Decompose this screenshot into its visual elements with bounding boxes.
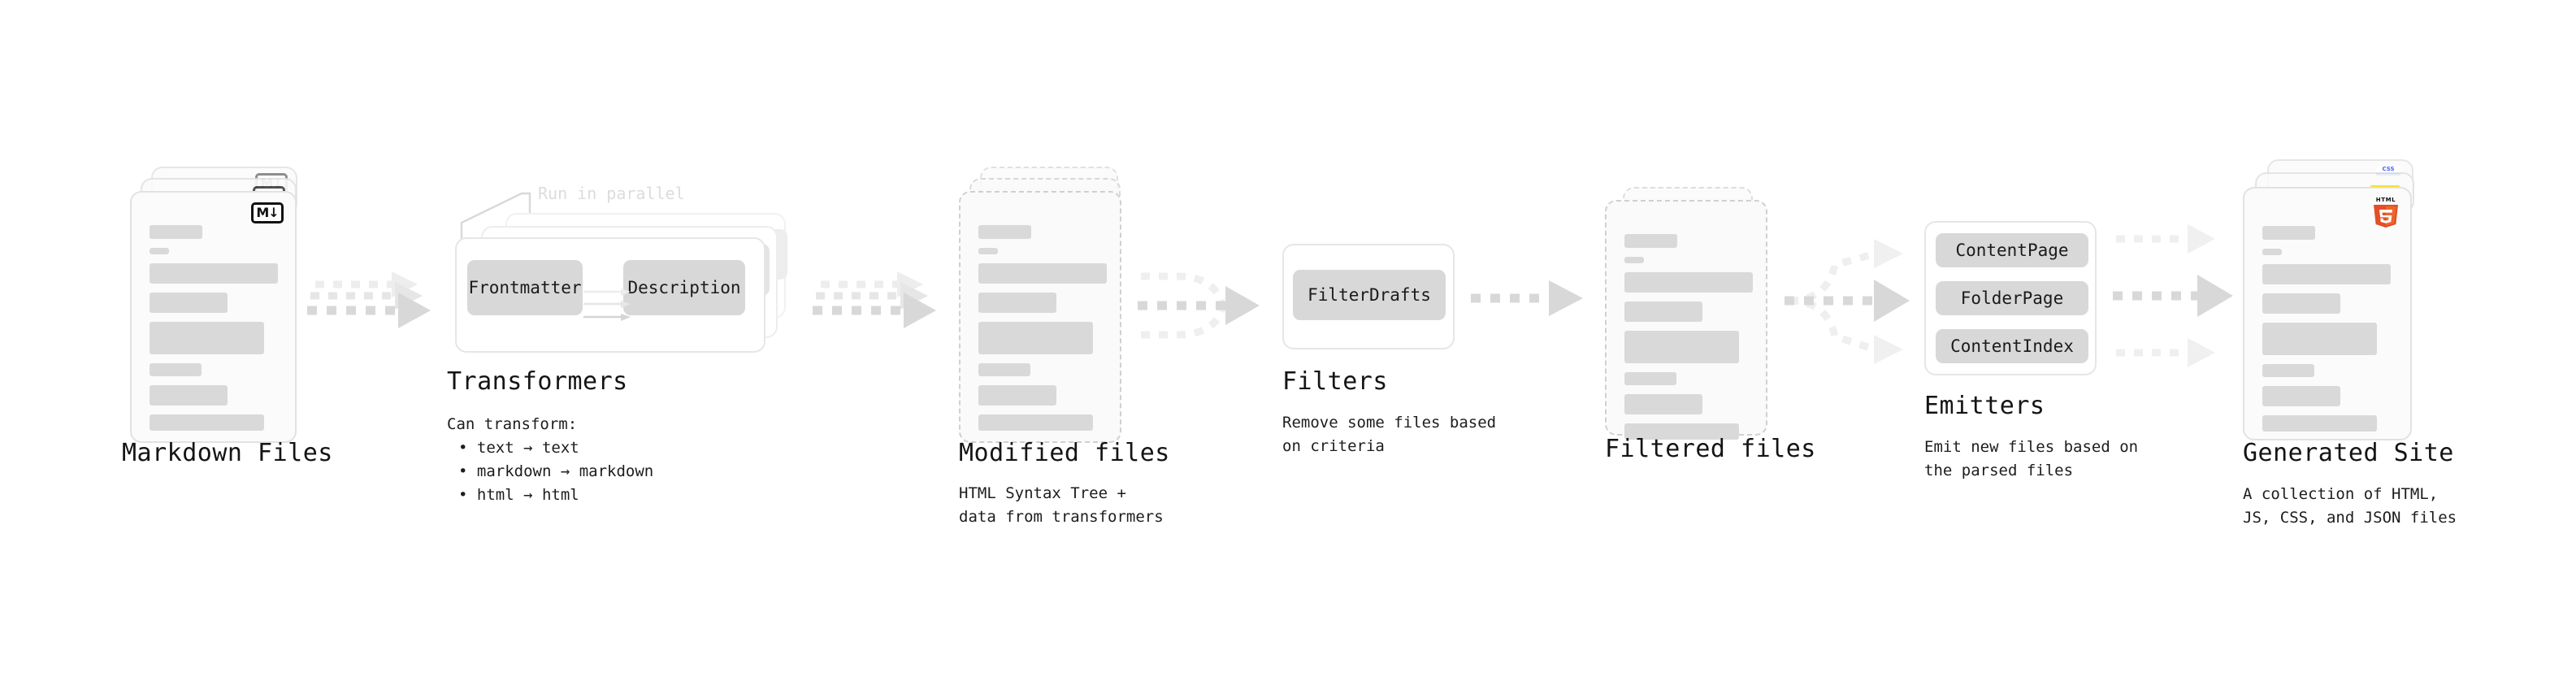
connector-transformers-to-modified — [813, 268, 943, 341]
stage-title-transformers: Transformers — [447, 367, 628, 396]
run-in-parallel-bracket — [458, 189, 661, 245]
filters-subtitle: Remove some files based on criteria — [1282, 414, 1497, 455]
stage-modified-files: Modified files HTML Syntax Tree + data f… — [959, 167, 1169, 526]
modified-card-skeleton — [978, 225, 1107, 440]
transformer-chip-frontmatter[interactable]: Frontmatter — [467, 260, 583, 315]
transformer-box-front: Frontmatter Description — [455, 237, 765, 353]
generated-site-subtitle: A collection of HTML, JS, CSS, and JSON … — [2243, 485, 2457, 527]
modified-card-front — [959, 191, 1121, 443]
emitters-subtitle: Emit new files based on the parsed files — [1924, 438, 2139, 479]
run-in-parallel-label: Run in parallel — [538, 184, 685, 203]
transformers-subtitle: Can transform: — [447, 415, 578, 433]
transformer-chip-description[interactable]: Description — [623, 260, 745, 315]
filter-chip-filterdrafts[interactable]: FilterDrafts — [1293, 270, 1446, 320]
stage-title-modified-files: Modified files — [959, 439, 1170, 467]
transform-item-markdown: • markdown → markdown — [458, 462, 654, 480]
emitter-chip-contentpage[interactable]: ContentPage — [1936, 233, 2088, 267]
filtered-card-front — [1605, 200, 1767, 440]
transformer-inner-arrows — [583, 288, 640, 329]
stage-title-filtered-files: Filtered files — [1605, 435, 1816, 463]
filtered-card-stack — [1605, 187, 1780, 447]
stage-title-emitters: Emitters — [1924, 392, 2045, 420]
filtered-card-skeleton — [1624, 234, 1753, 449]
stage-title-markdown-files: Markdown Files — [122, 439, 333, 467]
connector-md-to-transformers — [307, 268, 437, 341]
generated-card-stack: CSS HTML — [2243, 159, 2430, 444]
stage-markdown-files: M↓ M↓ M↓ Markdown Files — [122, 167, 332, 467]
connector-filtered-to-emitters — [1785, 229, 1931, 375]
filters-box: FilterDrafts — [1282, 244, 1455, 349]
markdown-badge-icon: M↓ — [251, 202, 284, 223]
connector-emitters-to-site — [2113, 221, 2259, 375]
stage-title-generated-site: Generated Site — [2243, 439, 2454, 467]
modified-card-stack — [959, 167, 1138, 447]
svg-text:HTML: HTML — [2376, 197, 2396, 203]
stage-generated-site: CSS HTML — [2243, 159, 2457, 527]
stage-filtered-files: Filtered files — [1605, 187, 1815, 463]
connector-filters-to-filtered — [1471, 280, 1593, 329]
stage-title-filters: Filters — [1282, 367, 1388, 396]
emitter-chip-folderpage[interactable]: FolderPage — [1936, 281, 2088, 315]
emitter-chip-contentindex[interactable]: ContentIndex — [1936, 329, 2088, 363]
markdown-card-skeleton — [150, 225, 280, 440]
transformers-capability-list: • text → text • markdown → markdown • ht… — [458, 436, 653, 507]
transform-item-html: • html → html — [458, 486, 579, 504]
connector-modified-to-filters — [1138, 244, 1276, 366]
transform-item-text: • text → text — [458, 439, 579, 457]
html5-badge-icon: HTML — [2371, 195, 2400, 229]
generated-card-skeleton — [2262, 226, 2396, 440]
markdown-card-front: M↓ — [130, 191, 297, 443]
emitters-box: ContentPage FolderPage ContentIndex — [1924, 221, 2097, 375]
markdown-card-stack: M↓ M↓ M↓ — [130, 167, 309, 443]
generated-card-front: HTML — [2243, 187, 2412, 440]
modified-files-subtitle: HTML Syntax Tree + data from transformer… — [959, 484, 1164, 526]
